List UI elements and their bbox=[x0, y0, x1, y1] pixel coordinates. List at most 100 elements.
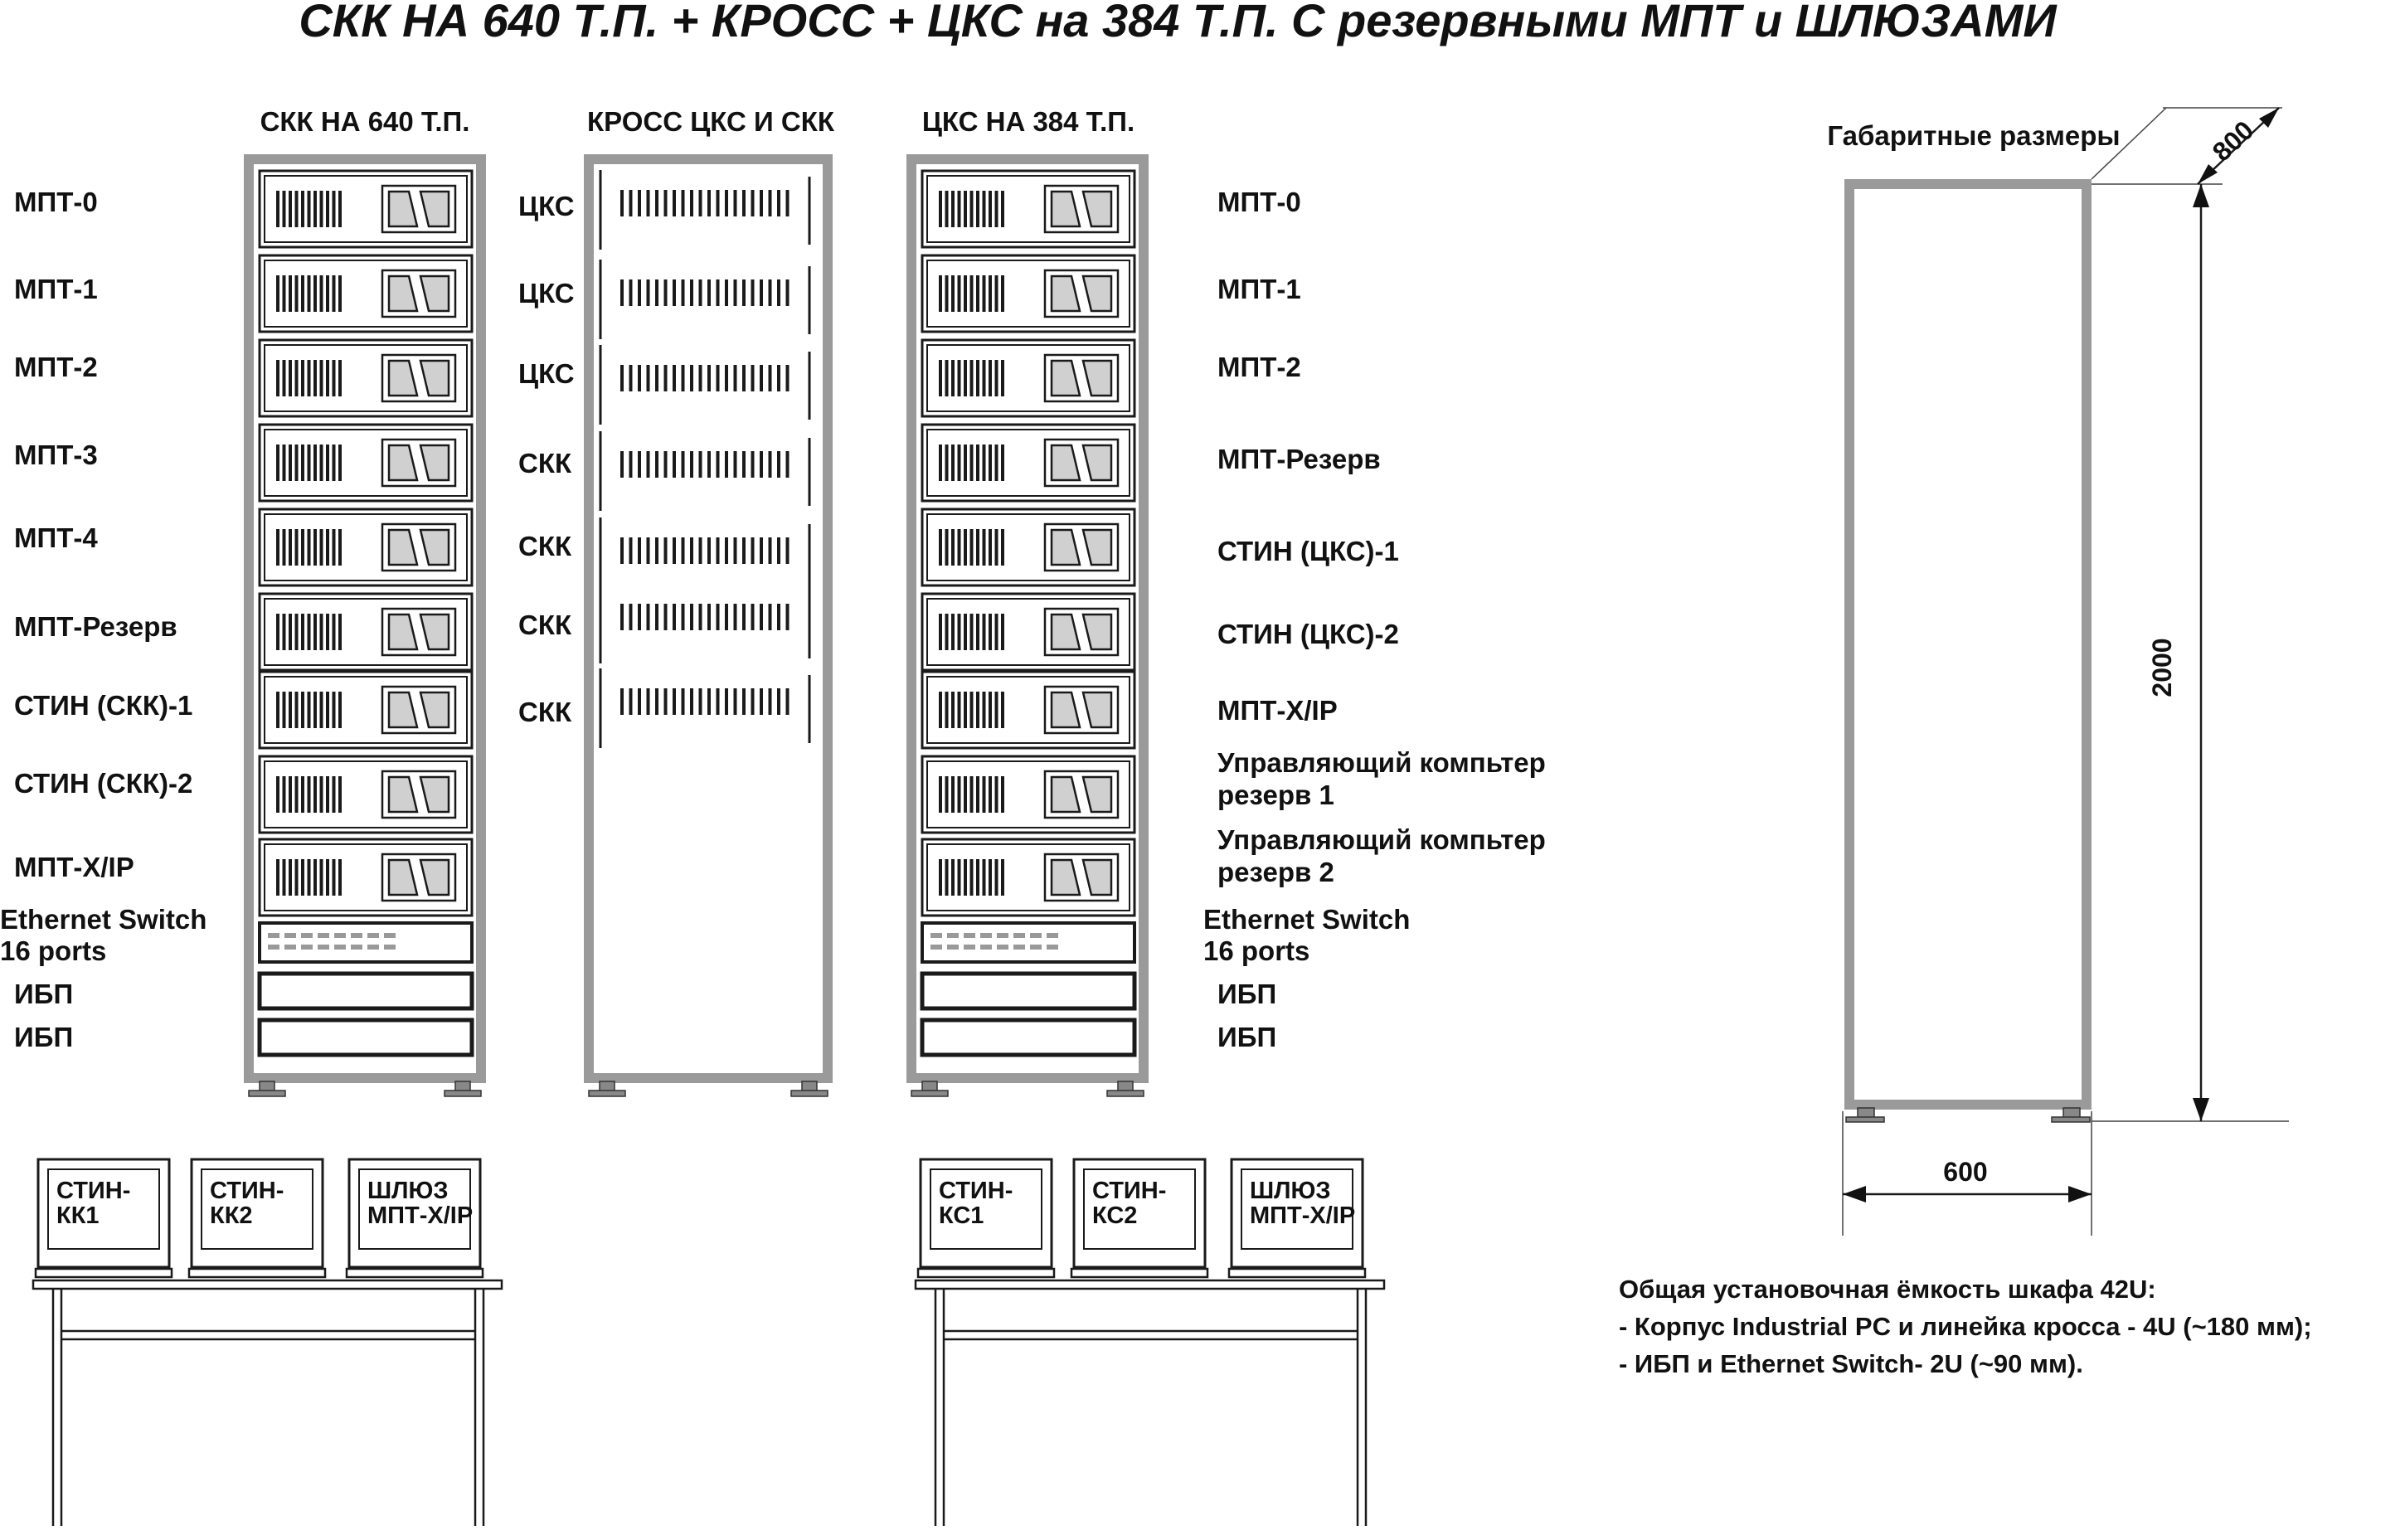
switch-port bbox=[1030, 945, 1042, 950]
cross-panel bbox=[599, 170, 811, 250]
drive-icon bbox=[1081, 691, 1113, 729]
drive-icon bbox=[1050, 691, 1081, 729]
rack-foot bbox=[1106, 1090, 1144, 1097]
monitor-label: СТИН- bbox=[56, 1178, 130, 1204]
skk-label: СТИН (СКК)-1 bbox=[14, 690, 192, 721]
rack-foot bbox=[911, 1090, 949, 1097]
cross-panel bbox=[599, 260, 811, 339]
depth-value: 800 bbox=[2207, 115, 2260, 168]
industrial-pc-unit bbox=[258, 423, 474, 503]
drive-icon bbox=[387, 528, 419, 566]
diagram-title: СКК НА 640 Т.П. + КРОСС + ЦКС на 384 Т.П… bbox=[299, 0, 2058, 46]
switch-port bbox=[947, 945, 959, 950]
switch-port bbox=[318, 945, 329, 950]
skk-switch-label: Ethernet Switch bbox=[0, 904, 206, 935]
drive-icon bbox=[387, 359, 419, 397]
industrial-pc-unit bbox=[921, 338, 1136, 418]
monitor-label: СТИН- bbox=[1092, 1178, 1166, 1204]
monitor-screen bbox=[47, 1168, 160, 1250]
cks-label: Управляющий компьтер bbox=[1217, 824, 1546, 855]
cross-label: СКК bbox=[518, 697, 572, 727]
ups-unit bbox=[257, 1018, 474, 1057]
rack-skk bbox=[244, 154, 486, 1097]
switch-port bbox=[334, 945, 346, 950]
industrial-pc-unit bbox=[258, 838, 474, 917]
rack-foot bbox=[444, 1090, 482, 1097]
rack-cks bbox=[906, 154, 1149, 1097]
height-value: 2000 bbox=[2147, 638, 2177, 697]
switch-port bbox=[947, 933, 959, 938]
monitor: СТИН-КК2 bbox=[187, 1158, 327, 1279]
switch-port bbox=[1047, 945, 1058, 950]
drive-icon bbox=[387, 691, 419, 729]
note-line: - Корпус Industrial PC и линейка кросса … bbox=[1619, 1312, 2312, 1341]
monitor: СТИН-КС2 bbox=[1070, 1158, 1209, 1279]
monitor-stand bbox=[1070, 1267, 1209, 1279]
switch-port bbox=[930, 933, 942, 938]
monitor-stand bbox=[916, 1267, 1056, 1279]
drive-icon bbox=[419, 691, 450, 729]
switch-port bbox=[268, 945, 279, 950]
industrial-pc-unit bbox=[921, 670, 1136, 750]
monitor-stand bbox=[187, 1267, 327, 1279]
industrial-pc-unit bbox=[258, 755, 474, 834]
drive-icon bbox=[1050, 190, 1081, 228]
arrow-icon bbox=[2193, 1098, 2209, 1121]
monitor-screen bbox=[1241, 1168, 1353, 1250]
arrow-icon bbox=[1843, 1186, 1866, 1202]
cks-ups-label: ИБП bbox=[1217, 979, 1276, 1009]
switch-port bbox=[1013, 933, 1025, 938]
switch-port bbox=[964, 945, 975, 950]
switch-port bbox=[318, 933, 329, 938]
desk-top bbox=[914, 1279, 1386, 1290]
drive-icon bbox=[1081, 613, 1113, 651]
drive-icon bbox=[387, 444, 419, 482]
skk-label: МПТ-1 bbox=[14, 274, 98, 304]
monitor-stand bbox=[345, 1267, 484, 1279]
industrial-pc-unit bbox=[258, 169, 474, 249]
monitor-screen bbox=[201, 1168, 313, 1250]
rack-header-skk: СКК НА 640 Т.П. bbox=[260, 106, 470, 137]
switch-port bbox=[351, 933, 362, 938]
drive-icon bbox=[387, 613, 419, 651]
drive-icon bbox=[419, 190, 450, 228]
drive-icon bbox=[419, 613, 450, 651]
switch-port bbox=[1047, 933, 1058, 938]
monitor-label: ШЛЮЗ bbox=[367, 1178, 449, 1204]
cks-label: резерв 1 bbox=[1217, 780, 1334, 810]
monitor-label: ШЛЮЗ bbox=[1250, 1178, 1331, 1204]
switch-port bbox=[1013, 945, 1025, 950]
drive-icon bbox=[419, 528, 450, 566]
cross-label: ЦКС bbox=[518, 358, 575, 389]
ethernet-switch bbox=[258, 921, 474, 964]
cross-label: ЦКС bbox=[518, 278, 575, 308]
drive-icon bbox=[1050, 613, 1081, 651]
drive-icon bbox=[387, 775, 419, 814]
cks-label: МПТ-0 bbox=[1217, 187, 1301, 217]
skk-label: МПТ-3 bbox=[14, 440, 98, 470]
industrial-pc-unit bbox=[921, 508, 1136, 587]
switch-port bbox=[1030, 933, 1042, 938]
cross-label: ЦКС bbox=[518, 191, 575, 221]
cks-label: МПТ-X/IP bbox=[1217, 695, 1338, 726]
skk-label: СТИН (СКК)-2 bbox=[14, 768, 192, 799]
rack-foot bbox=[790, 1090, 828, 1097]
industrial-pc-unit bbox=[921, 755, 1136, 834]
monitor-label: КС2 bbox=[1092, 1202, 1137, 1229]
skk-ups-label: ИБП bbox=[14, 979, 73, 1009]
skk-ups-label: ИБП bbox=[14, 1022, 73, 1052]
monitor-screen bbox=[1083, 1168, 1196, 1250]
drive-icon bbox=[419, 274, 450, 313]
rack-header-cks: ЦКС НА 384 Т.П. bbox=[922, 106, 1134, 137]
industrial-pc-unit bbox=[921, 169, 1136, 249]
cabinet-foot bbox=[2051, 1116, 2091, 1123]
drive-icon bbox=[1081, 444, 1113, 482]
arrow-icon bbox=[2068, 1186, 2092, 1202]
switch-port bbox=[284, 933, 296, 938]
drive-icon bbox=[419, 858, 450, 896]
cks-label: СТИН (ЦКС)-2 bbox=[1217, 619, 1399, 649]
